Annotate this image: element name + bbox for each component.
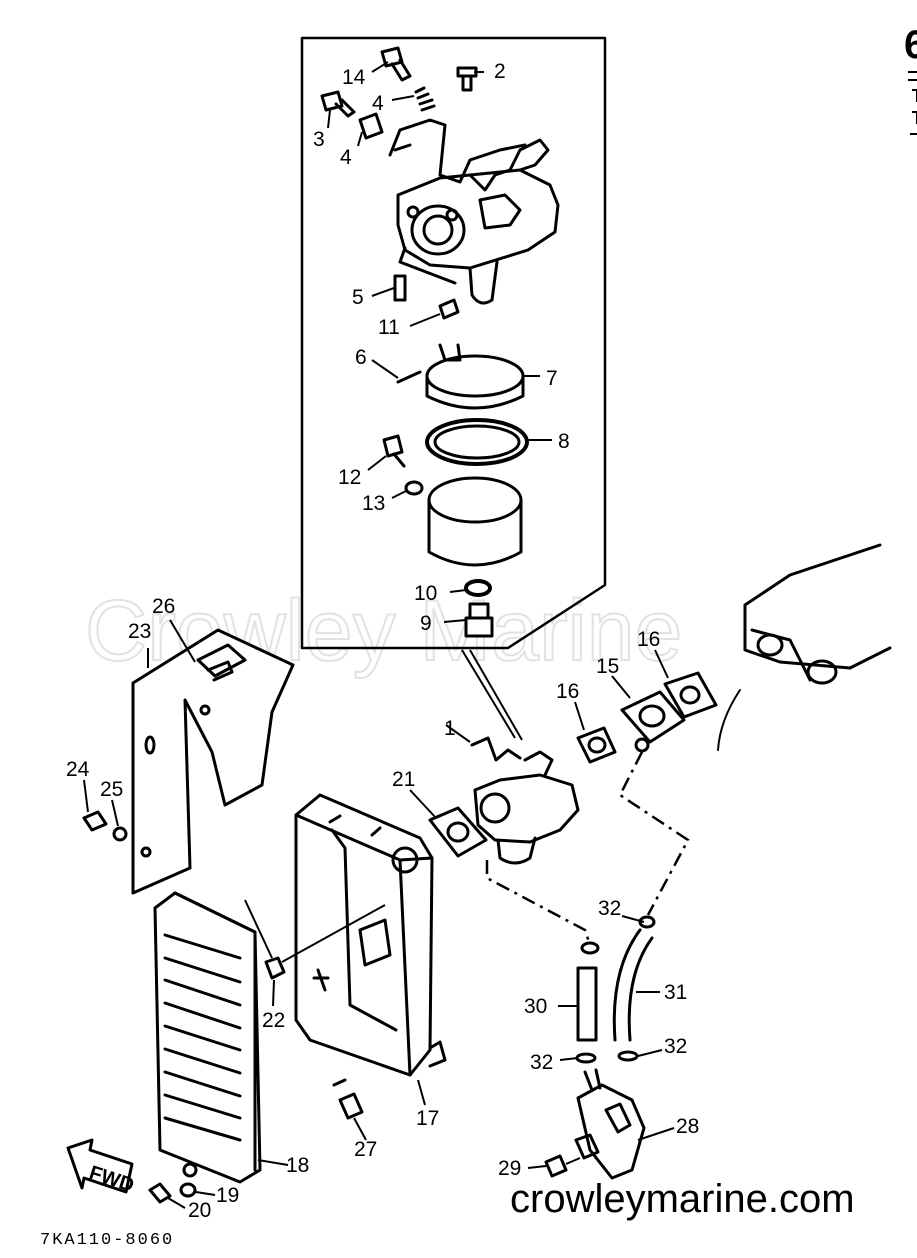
screw-2 (456, 66, 478, 92)
callout-15: 15 (596, 655, 619, 678)
callout-28: 28 (676, 1115, 699, 1138)
edge-fragment-text: 6 (904, 23, 917, 67)
callout-2: 2 (494, 60, 506, 83)
callout-32a: 32 (598, 897, 621, 920)
screw-12 (382, 434, 406, 468)
callout-18: 18 (286, 1154, 309, 1177)
air-cleaner-element-18 (153, 891, 262, 1184)
drain-screw-9 (464, 602, 494, 638)
screw-29 (544, 1154, 581, 1178)
spacer-15 (620, 690, 686, 753)
fuel-hose-30 (576, 966, 598, 1042)
callout-27: 27 (354, 1138, 377, 1161)
callout-31: 31 (664, 981, 687, 1004)
gasket-8 (425, 418, 529, 466)
callout-20: 20 (188, 1199, 211, 1222)
callout-9: 9 (420, 612, 432, 635)
screw-3 (320, 90, 356, 118)
float-chamber (427, 476, 523, 567)
cropped-edge-marks: 6 (904, 23, 917, 135)
callout-16a: 16 (556, 680, 579, 703)
spring-4b (358, 112, 384, 140)
air-cleaner-case-17 (294, 793, 447, 1077)
air-cleaner-cover-23 (131, 628, 295, 895)
callout-4b: 4 (340, 146, 352, 169)
site-label: crowleymarine.com (510, 1177, 855, 1221)
carburetor-body-detail (388, 118, 560, 305)
washer-13 (404, 480, 424, 496)
callout-29: 29 (498, 1157, 521, 1180)
drawing-code: 7KA110-8060 (40, 1231, 174, 1250)
bolt-24 (82, 810, 108, 832)
callout-14: 14 (342, 66, 366, 89)
nut-22 (244, 899, 386, 980)
callout-21: 21 (392, 768, 415, 791)
callout-7: 7 (546, 367, 558, 390)
engine-block-fragment (717, 543, 892, 751)
callout-30: 30 (524, 995, 547, 1018)
jet-11 (438, 298, 460, 320)
gasket-16-left (576, 726, 617, 764)
screw-19 (179, 1182, 197, 1198)
carburetor-1 (470, 736, 580, 865)
spring-4a (414, 86, 436, 112)
callout-4a: 4 (372, 92, 384, 115)
bolt-27 (332, 1078, 364, 1120)
pin-6 (396, 370, 422, 384)
callout-23: 23 (128, 620, 151, 643)
callout-labels: 1 2 3 4 4 5 6 7 8 9 10 11 12 13 14 15 16… (66, 60, 699, 1222)
fuel-pump-28 (574, 1068, 646, 1180)
callout-26: 26 (152, 595, 175, 618)
callout-17: 17 (416, 1107, 439, 1130)
callout-11: 11 (378, 316, 400, 339)
gasket-21 (428, 806, 488, 858)
callout-6: 6 (355, 346, 367, 369)
callout-1: 1 (444, 717, 456, 740)
pilot-jet-5 (393, 274, 407, 302)
gasket-16-right (663, 671, 718, 719)
callout-22: 22 (262, 1009, 285, 1032)
callout-24: 24 (66, 758, 90, 781)
callout-16b: 16 (637, 628, 660, 651)
nut-20 (148, 1182, 172, 1204)
callout-19: 19 (216, 1184, 239, 1207)
callout-32b: 32 (530, 1051, 553, 1074)
callout-10: 10 (414, 582, 437, 605)
fuel-line-path-right (618, 751, 690, 916)
callout-8: 8 (558, 430, 570, 453)
gasket-10 (464, 579, 492, 597)
callout-3: 3 (313, 128, 325, 151)
fuel-line-path-left (485, 860, 592, 946)
callout-13: 13 (362, 492, 385, 515)
fuel-hose-31 (612, 928, 654, 1042)
fwd-arrow-icon: FWD (66, 1138, 137, 1197)
callout-25: 25 (100, 778, 123, 801)
element-grille (163, 933, 242, 1142)
carburetor-detail-box (300, 36, 607, 741)
callout-leaders (83, 61, 675, 1209)
callout-5: 5 (352, 286, 364, 309)
callout-32c: 32 (664, 1035, 687, 1058)
washer-25 (112, 826, 128, 842)
callout-12: 12 (338, 466, 361, 489)
float-7 (425, 343, 525, 410)
